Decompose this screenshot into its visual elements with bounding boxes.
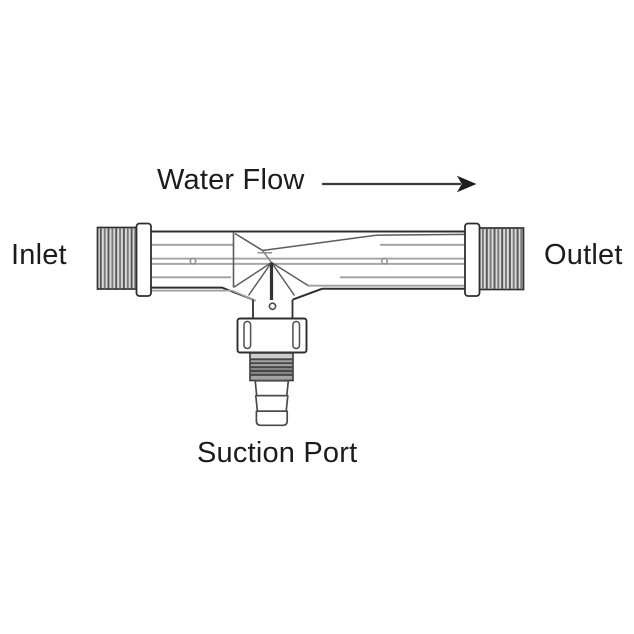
pin-mark-stem bbox=[268, 302, 277, 311]
injector-body bbox=[150, 230, 466, 302]
throat-fan bbox=[233, 261, 309, 296]
hose-barb bbox=[254, 379, 290, 427]
water-flow-label: Water Flow bbox=[157, 164, 305, 196]
outlet-male-thread-icon bbox=[478, 227, 525, 291]
inlet-label: Inlet bbox=[11, 239, 67, 271]
venturi-nozzle bbox=[234, 232, 263, 252]
outlet-flange bbox=[464, 222, 481, 297]
venturi-internals bbox=[232, 232, 466, 300]
inlet-male-thread-icon bbox=[96, 226, 139, 290]
pin-mark-right bbox=[381, 257, 388, 265]
water-flow-arrow-icon bbox=[322, 175, 477, 193]
pin-mark-left bbox=[189, 257, 197, 265]
suction-port-label: Suction Port bbox=[197, 437, 358, 469]
collar-slot-right bbox=[292, 320, 301, 350]
outlet-label: Outlet bbox=[544, 239, 623, 271]
suction-stem bbox=[252, 299, 294, 319]
suction-collar bbox=[236, 317, 308, 354]
diffuser bbox=[262, 233, 466, 252]
inlet-flange bbox=[135, 222, 152, 297]
suction-male-thread-icon bbox=[249, 352, 294, 382]
collar-slot-left bbox=[243, 320, 252, 350]
